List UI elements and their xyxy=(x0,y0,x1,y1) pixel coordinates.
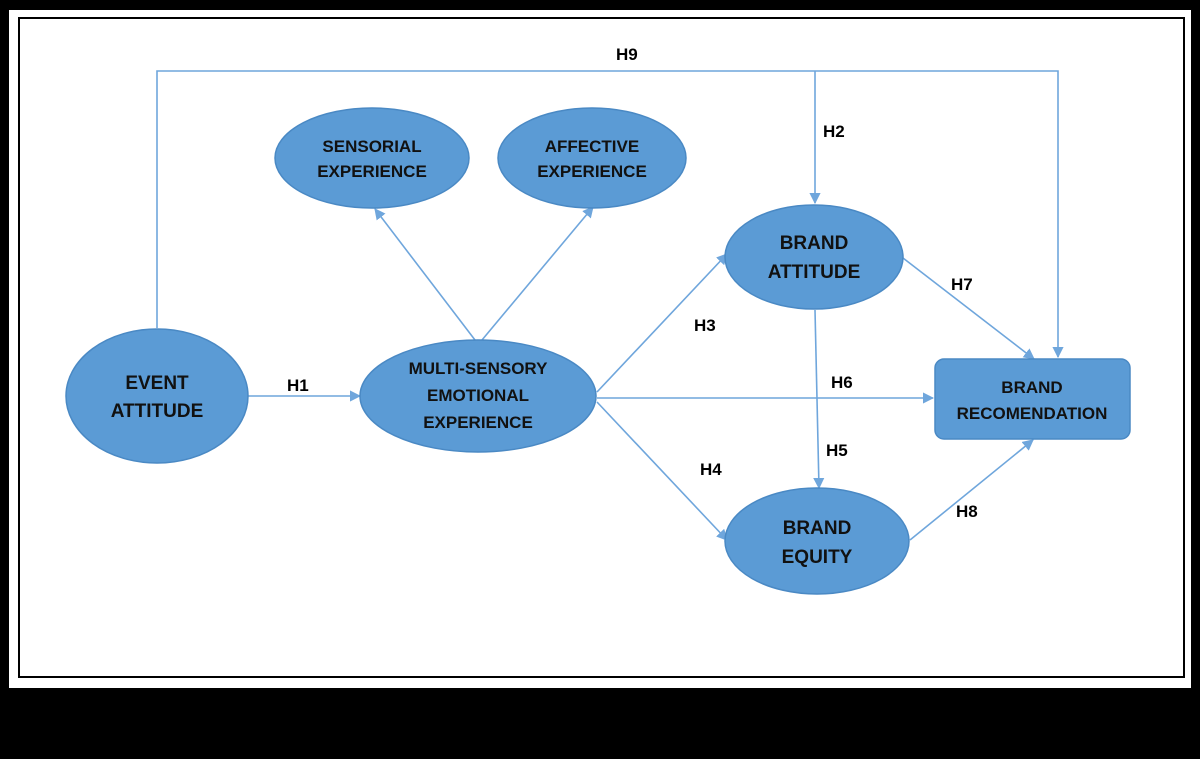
node-shape xyxy=(497,107,687,209)
label-h9: H9 xyxy=(616,45,638,64)
edge-h4 xyxy=(596,401,728,541)
node-label-line: ATTITUDE xyxy=(768,262,861,283)
node-shape xyxy=(934,358,1131,440)
node-label-line: MULTI-SENSORY xyxy=(409,359,548,378)
canvas-border xyxy=(18,17,1185,678)
node-shape xyxy=(359,339,597,453)
node-label-line: SENSORIAL xyxy=(322,137,421,156)
edge-to-affective xyxy=(481,206,594,341)
hypothesis-labels: H1 H2 H3 H4 H5 H6 H7 H8 H9 xyxy=(287,45,978,521)
node-shape xyxy=(274,107,470,209)
node-label-line: EQUITY xyxy=(782,547,853,568)
label-h1: H1 xyxy=(287,376,309,395)
node-shape xyxy=(65,328,249,464)
node-sensorial-experience: SENSORIAL EXPERIENCE xyxy=(274,107,470,209)
label-h8: H8 xyxy=(956,502,978,521)
node-brand-attitude: BRAND ATTITUDE xyxy=(724,204,904,310)
label-h4: H4 xyxy=(700,460,722,479)
node-label-line: EXPERIENCE xyxy=(537,162,647,181)
node-affective-experience: AFFECTIVE EXPERIENCE xyxy=(497,107,687,209)
edge-h7 xyxy=(902,257,1035,360)
label-h6: H6 xyxy=(831,373,853,392)
label-h2: H2 xyxy=(823,122,845,141)
edge-h9 xyxy=(156,70,1064,359)
node-label-line: EMOTIONAL xyxy=(427,386,529,405)
node-label-line: BRAND xyxy=(780,233,849,254)
edge-h8 xyxy=(909,439,1034,541)
node-label-line: BRAND xyxy=(1001,378,1062,397)
node-label-line: EVENT xyxy=(125,373,189,394)
node-label-line: EXPERIENCE xyxy=(317,162,427,181)
edge-to-sensorial xyxy=(374,208,476,341)
node-label-line: BRAND xyxy=(783,518,852,539)
node-shape xyxy=(724,204,904,310)
edges xyxy=(156,70,1064,541)
label-h5: H5 xyxy=(826,441,848,460)
node-multi-sensory-emotional-experience: MULTI-SENSORY EMOTIONAL EXPERIENCE xyxy=(359,339,597,453)
node-label-line: AFFECTIVE xyxy=(545,137,639,156)
label-h7: H7 xyxy=(951,275,973,294)
node-brand-equity: BRAND EQUITY xyxy=(724,487,910,595)
node-shape xyxy=(724,487,910,595)
node-brand-recommendation: BRAND RECOMENDATION xyxy=(934,358,1131,440)
edge-h5 xyxy=(813,309,825,490)
node-event-attitude: EVENT ATTITUDE xyxy=(65,328,249,464)
node-label-line: RECOMENDATION xyxy=(957,404,1108,423)
edge-h3 xyxy=(596,253,728,393)
node-label-line: ATTITUDE xyxy=(111,401,204,422)
label-h3: H3 xyxy=(694,316,716,335)
node-label-line: EXPERIENCE xyxy=(423,413,533,432)
